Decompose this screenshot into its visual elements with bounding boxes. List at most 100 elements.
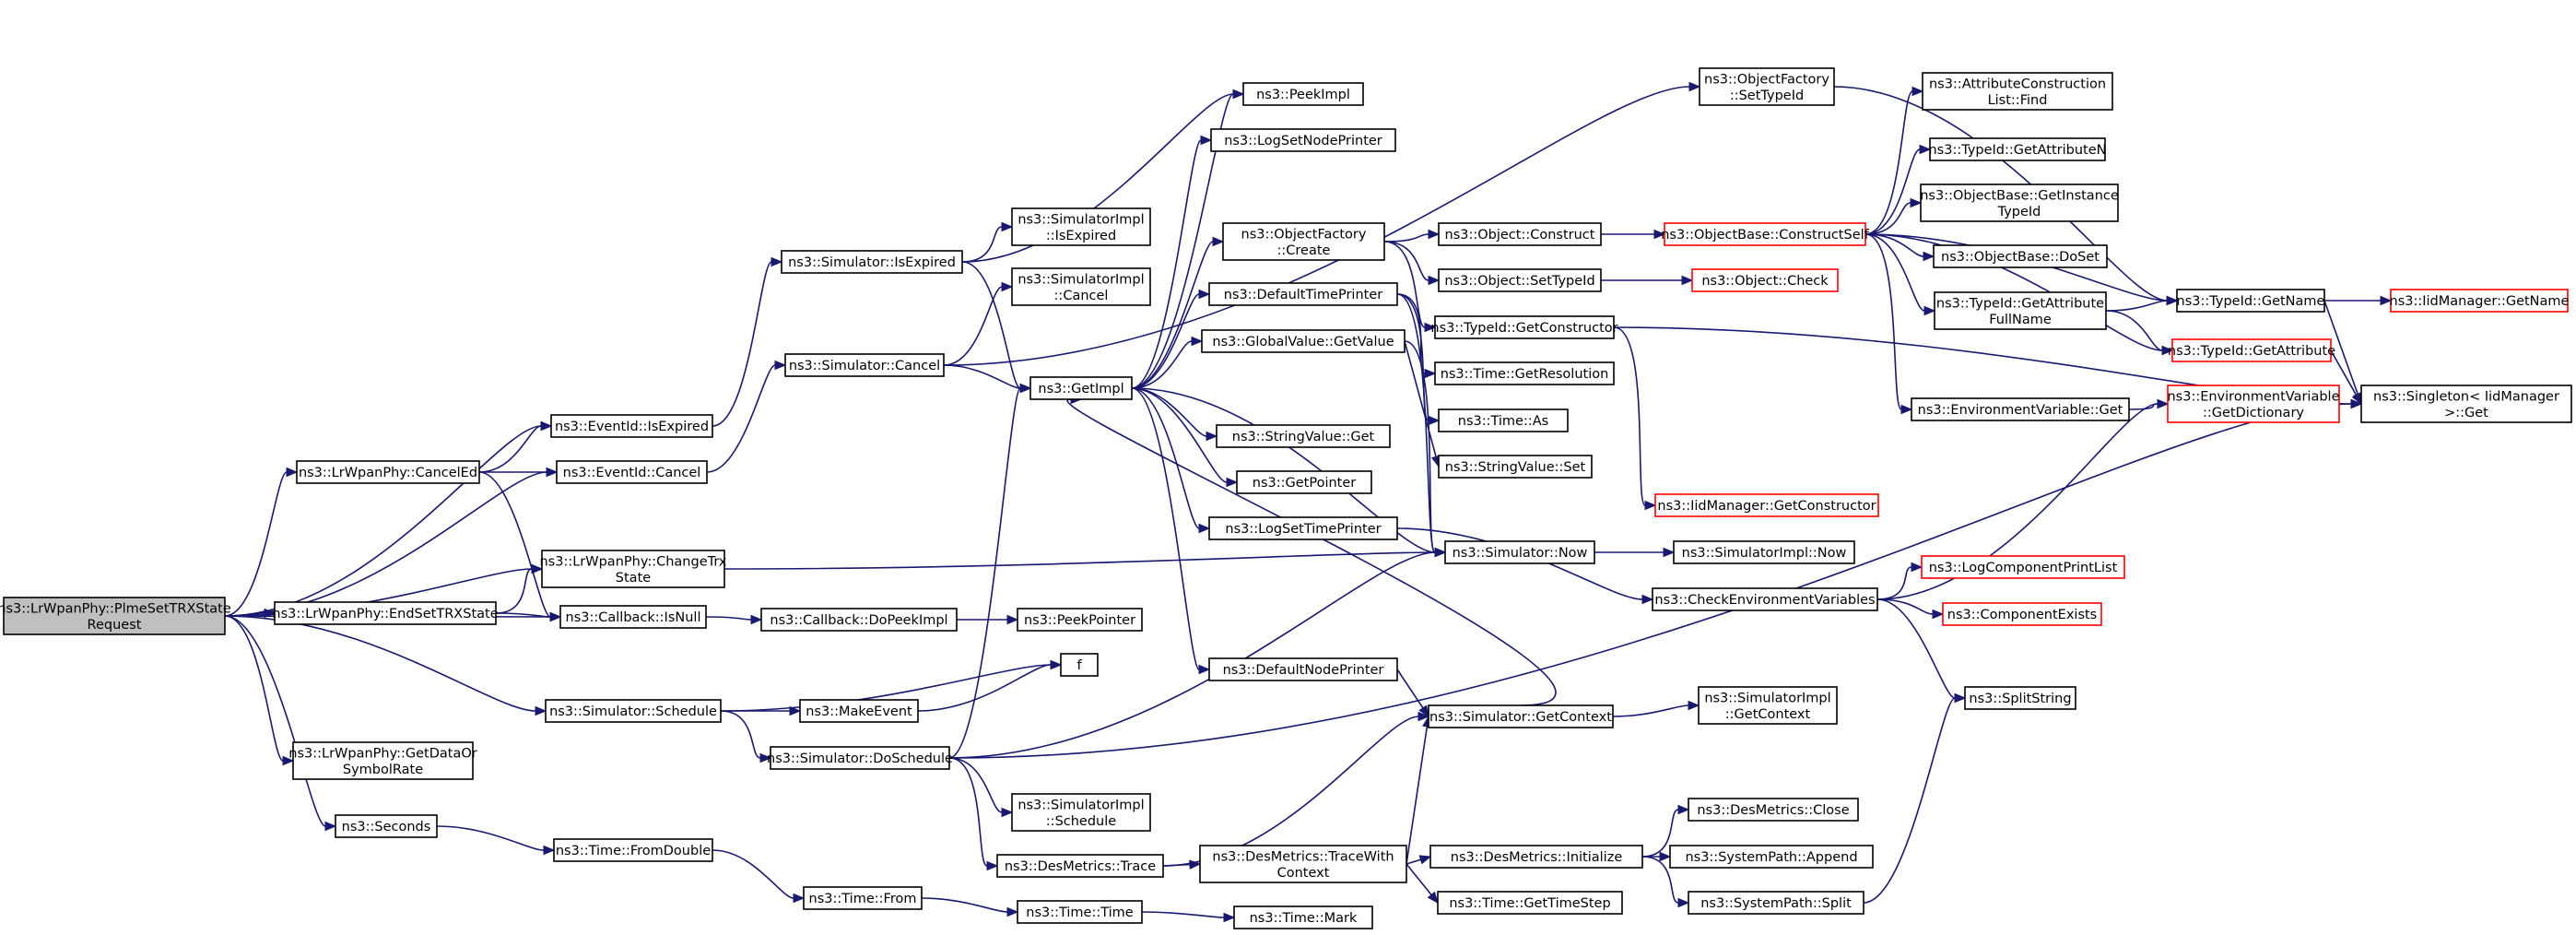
node-simexp[interactable]: ns3::Simulator::IsExpired	[781, 250, 963, 274]
node-simctx[interactable]: ns3::Simulator::GetContext	[1428, 704, 1614, 728]
node-logcomp[interactable]: ns3::LogComponentPrintList	[1921, 555, 2125, 579]
node-box	[545, 699, 722, 723]
node-label: ns3::EnvironmentVariable::Get	[1918, 403, 2123, 418]
node-eventcancel[interactable]: ns3::EventId::Cancel	[556, 460, 708, 484]
node-box	[1933, 244, 2108, 268]
node-getimpl[interactable]: ns3::GetImpl	[1029, 376, 1133, 400]
node-implcancel[interactable]: ns3::SimulatorImpl::Cancel	[1011, 267, 1151, 306]
call-edge-ofcreate-to-tidgetcons	[1383, 241, 1437, 333]
node-spsplit[interactable]: ns3::SystemPath::Split	[1688, 891, 1864, 915]
node-simcancel[interactable]: ns3::Simulator::Cancel	[784, 353, 945, 377]
node-iidgetname[interactable]: ns3::IidManager::GetName	[2390, 289, 2570, 313]
node-constructself[interactable]: ns3::ObjectBase::ConstructSelf	[1661, 222, 1870, 246]
node-dopeek[interactable]: ns3::Callback::DoPeekImpl	[760, 608, 958, 632]
node-desclose[interactable]: ns3::DesMetrics::Close	[1688, 798, 1859, 822]
node-logtime[interactable]: ns3::LogSetTimePrinter	[1208, 516, 1398, 540]
node-label: ns3::LrWpanPhy::EndSetTRXState	[272, 607, 498, 621]
node-timefrom[interactable]: ns3::Time::From	[803, 886, 923, 910]
node-obdoset[interactable]: ns3::ObjectBase::DoSet	[1933, 244, 2108, 268]
node-envget[interactable]: ns3::EnvironmentVariable::Get	[1911, 397, 2130, 421]
node-canceled[interactable]: ns3::LrWpanPhy::CancelEd	[296, 460, 480, 484]
node-destrace[interactable]: ns3::DesMetrics::Trace	[996, 854, 1164, 878]
call-edge-canceled-to-isnull	[478, 471, 562, 622]
node-f[interactable]: f	[1060, 653, 1099, 677]
node-label: ns3::SimulatorImpl	[1017, 272, 1144, 287]
node-box	[541, 550, 725, 588]
node-ofcreate[interactable]: ns3::ObjectFactory::Create	[1222, 222, 1385, 261]
call-edge-simcancel-to-getimpl	[943, 364, 1032, 394]
node-label: ns3::Callback::DoPeekImpl	[770, 613, 947, 628]
node-gvget[interactable]: ns3::GlobalValue::GetValue	[1201, 329, 1406, 353]
node-timestep[interactable]: ns3::Time::GetTimeStep	[1437, 891, 1623, 915]
node-deftime[interactable]: ns3::DefaultTimePrinter	[1208, 282, 1398, 306]
node-seconds[interactable]: ns3::Seconds	[335, 814, 438, 838]
node-makeevent[interactable]: ns3::MakeEvent	[799, 699, 919, 723]
call-edge-checkenv-to-compexists	[1876, 598, 1945, 620]
node-svset[interactable]: ns3::StringValue::Set	[1438, 455, 1593, 479]
node-timeres[interactable]: ns3::Time::GetResolution	[1434, 361, 1615, 385]
node-label: ns3::EventId::Cancel	[563, 466, 701, 480]
node-tidgetattrn[interactable]: ns3::TypeId::GetAttributeN	[1928, 137, 2107, 161]
node-label: ns3::GetPointer	[1253, 476, 1357, 491]
node-timemark[interactable]: ns3::Time::Mark	[1233, 905, 1373, 929]
node-defnode[interactable]: ns3::DefaultNodePrinter	[1208, 657, 1398, 681]
node-tidgetattr[interactable]: ns3::TypeId::GetAttribute	[2168, 338, 2335, 362]
call-edge-schedule-to-makeevent	[720, 705, 802, 716]
call-edge-logtime-to-checkenv	[1396, 527, 1654, 605]
call-edge-constructself-to-tidgetattrn	[1864, 144, 1932, 235]
node-fromdouble[interactable]: ns3::Time::FromDouble	[553, 838, 713, 862]
call-edge-doschedule-to-getimpl	[948, 383, 1032, 759]
node-endset[interactable]: ns3::LrWpanPhy::EndSetTRXState	[272, 601, 499, 625]
node-simnow[interactable]: ns3::Simulator::Now	[1444, 540, 1595, 564]
node-box	[1652, 587, 1878, 611]
node-box	[550, 414, 713, 438]
call-edge-getimpl-to-defnode	[1131, 387, 1211, 675]
node-desinit[interactable]: ns3::DesMetrics::Initialize	[1429, 845, 1643, 869]
node-checkenv[interactable]: ns3::CheckEnvironmentVariables	[1652, 587, 1878, 611]
node-tidgetname[interactable]: ns3::TypeId::GetName	[2176, 289, 2325, 313]
node-singleton[interactable]: ns3::Singleton< IidManager>::Get	[2360, 385, 2572, 423]
node-implsched[interactable]: ns3::SimulatorImpl::Schedule	[1011, 793, 1151, 832]
node-timeas[interactable]: ns3::Time::As	[1438, 408, 1569, 432]
node-svget[interactable]: ns3::StringValue::Get	[1216, 424, 1391, 448]
node-box	[1922, 72, 2113, 111]
node-timetime[interactable]: ns3::Time::Time	[1017, 900, 1143, 924]
node-objconstruct[interactable]: ns3::Object::Construct	[1438, 222, 1602, 246]
node-getptr[interactable]: ns3::GetPointer	[1236, 470, 1372, 494]
node-envdict[interactable]: ns3::EnvironmentVariable::GetDictionary	[2167, 385, 2340, 423]
call-edge-gvget-to-simnow	[1404, 340, 1447, 558]
node-peekptr[interactable]: ns3::PeekPointer	[1017, 608, 1143, 632]
node-ofsettype[interactable]: ns3::ObjectFactory::SetTypeId	[1699, 67, 1835, 106]
node-box	[1664, 222, 1866, 246]
node-iidgetcons[interactable]: ns3::IidManager::GetConstructor	[1654, 493, 1879, 517]
node-splitstring[interactable]: ns3::SplitString	[1964, 686, 2076, 710]
node-schedule[interactable]: ns3::Simulator::Schedule	[545, 699, 722, 723]
node-label: ns3::Time::GetTimeStep	[1449, 896, 1610, 911]
node-label: ns3::DesMetrics::TraceWith	[1212, 849, 1394, 864]
node-doschedule[interactable]: ns3::Simulator::DoSchedule	[767, 746, 953, 770]
node-eventexp[interactable]: ns3::EventId::IsExpired	[550, 414, 713, 438]
node-lognode[interactable]: ns3::LogSetNodePrinter	[1210, 128, 1396, 152]
node-tidgetcons[interactable]: ns3::TypeId::GetConstructor	[1430, 315, 1618, 339]
node-box	[335, 814, 438, 838]
node-implexp[interactable]: ns3::SimulatorImpl::IsExpired	[1011, 207, 1151, 246]
node-peekimpl[interactable]: ns3::PeekImpl	[1242, 82, 1364, 106]
node-label: ::SetTypeId	[1730, 89, 1804, 103]
node-label: ns3::Seconds	[342, 820, 431, 834]
node-box	[1688, 798, 1859, 822]
node-compexists[interactable]: ns3::ComponentExists	[1942, 602, 2102, 626]
node-spappend[interactable]: ns3::SystemPath::Append	[1669, 845, 1874, 869]
node-box	[1428, 704, 1614, 728]
node-implctx[interactable]: ns3::SimulatorImpl::GetContext	[1698, 686, 1838, 725]
node-implnow[interactable]: ns3::SimulatorImpl::Now	[1673, 540, 1855, 564]
node-objcheck[interactable]: ns3::Object::Check	[1691, 268, 1839, 292]
node-objsettype[interactable]: ns3::Object::SetTypeId	[1438, 268, 1602, 292]
node-isnull[interactable]: ns3::Callback::IsNull	[559, 605, 707, 629]
